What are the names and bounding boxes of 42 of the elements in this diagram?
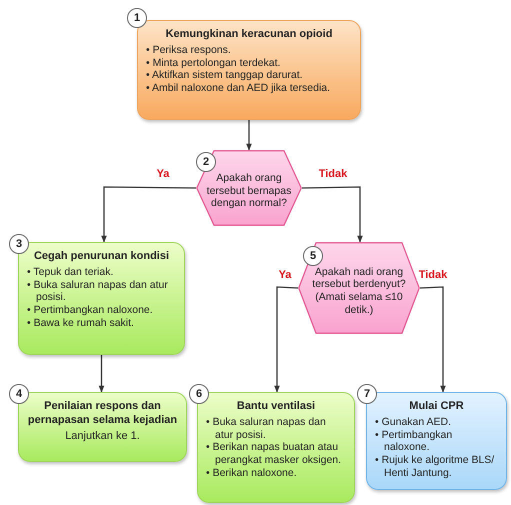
step-number: 2: [196, 152, 216, 172]
box-heading: Penilaian respons dan pernapasan selama kejadian: [27, 400, 178, 428]
step-number: 3: [9, 234, 29, 254]
bullet-item: • Minta pertolongan terdekat.: [146, 56, 282, 70]
step-number: 6: [189, 384, 209, 404]
arrow: [420, 286, 446, 393]
box-heading: Bantu ventilasi: [236, 400, 316, 414]
bullet-item: • Tepuk dan teriak.: [27, 266, 114, 279]
bullet-item: • Periksa respons.: [146, 44, 232, 57]
arrow: [246, 120, 252, 151]
step-number: 1: [127, 8, 147, 28]
bullet-item: • Berikan napas buatan atau perangkat masker oksigen.: [206, 441, 342, 467]
bullet-item: • Bawa ke rumah sakit.: [27, 316, 135, 330]
edge-label: Tidak: [316, 168, 350, 180]
decision-hexagon: [298, 242, 420, 334]
box-heading: Kemungkinan keracunan opioid: [164, 28, 334, 42]
question-text: Apakah nadi orang tersebut berdenyut?: [311, 266, 407, 291]
bullet-item: • Buka saluran napas dan atur posisi.: [206, 416, 327, 442]
bullet-item: • Berikan naloxone.: [206, 466, 298, 480]
bullet-item: • Aktifkan sistem tanggap darurat.: [146, 69, 304, 82]
body-text: Lanjutkan ke 1.: [64, 430, 141, 444]
edge-label: Ya: [276, 269, 294, 281]
arrow: [274, 286, 298, 393]
arrow: [98, 355, 104, 393]
question-text: (Amati selama ≤10 detik.): [314, 291, 404, 316]
bullet-item: • Pertimbangkan naloxone.: [375, 428, 454, 454]
edge-label: Ya: [154, 168, 172, 180]
edge-label: Tidak: [416, 269, 450, 281]
bullet-item: • Pertimbangkan naloxone.: [27, 304, 154, 317]
arrow: [101, 186, 196, 243]
bullet-item: • Gunakan AED.: [375, 416, 452, 429]
bullet-item: • Rujuk ke algoritme BLS/ Henti Jantung.: [375, 454, 496, 480]
step-number: 5: [303, 246, 323, 266]
arrow: [302, 186, 363, 243]
step-number: 4: [9, 384, 29, 404]
question-text: Apakah orang tersebut bernapas dengan normal?: [206, 172, 292, 210]
box-heading: Cegah penurunan kondisi: [32, 250, 170, 264]
bullet-item: • Ambil naloxone dan AED jika tersedia.: [146, 82, 332, 95]
box-heading: Mulai CPR: [408, 400, 465, 414]
decision-hexagon: [196, 150, 302, 226]
step-number: 7: [357, 384, 377, 404]
bullet-item: • Buka saluran napas dan atur posisi.: [27, 278, 169, 304]
